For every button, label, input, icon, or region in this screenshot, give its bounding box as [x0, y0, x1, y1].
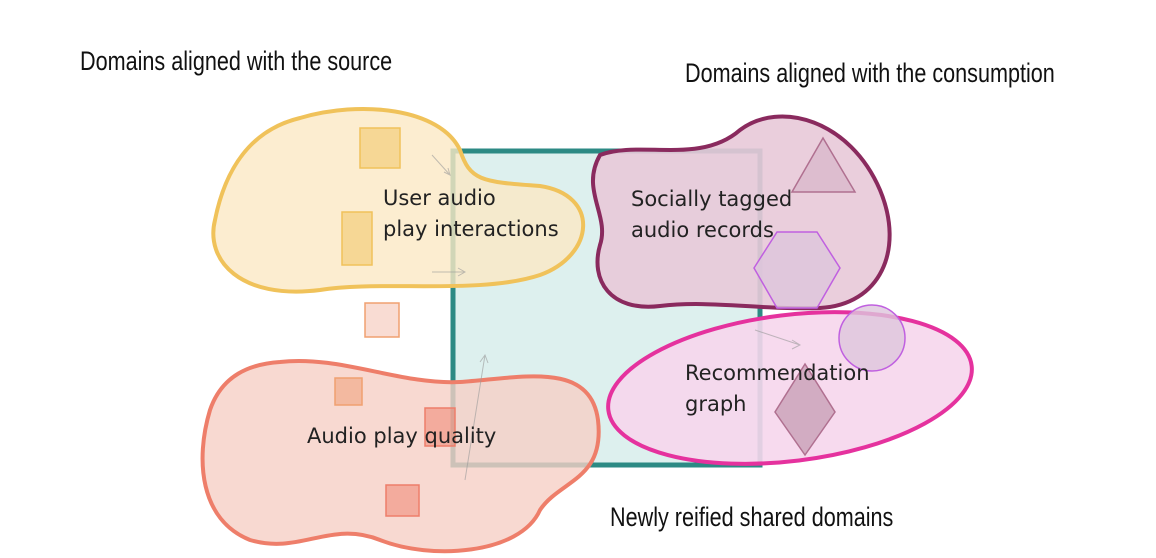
social-line2: audio records: [631, 218, 774, 242]
shared-heading: Newly reified shared domains: [610, 502, 894, 532]
user-audio-line2: play interactions: [383, 217, 559, 241]
user-audio-label: User audio play interactions: [383, 183, 559, 245]
social-label: Socially tagged audio records: [631, 184, 792, 246]
hexagon-shape: [753, 231, 841, 309]
circle-shape: [838, 304, 906, 372]
data-product-squares: [334, 127, 456, 517]
social-line1: Socially tagged: [631, 187, 793, 211]
user-audio-line1: User audio: [383, 186, 496, 210]
flow-arrows: [431, 154, 802, 481]
recommendation-line2: graph: [685, 392, 747, 416]
recommendation-line1: Recommendation: [685, 361, 870, 385]
consumption-heading: Domains aligned with the consumption: [685, 58, 1055, 88]
play-quality-label: Audio play quality: [307, 424, 497, 448]
diamond-shape: [774, 362, 836, 457]
play-quality-domain-blob: [200, 359, 601, 554]
triangle-shape: [790, 136, 857, 193]
user-audio-domain-blob: [211, 107, 586, 294]
recommendation-label: Recommendation graph: [685, 358, 870, 420]
source-heading: Domains aligned with the source: [80, 46, 393, 76]
